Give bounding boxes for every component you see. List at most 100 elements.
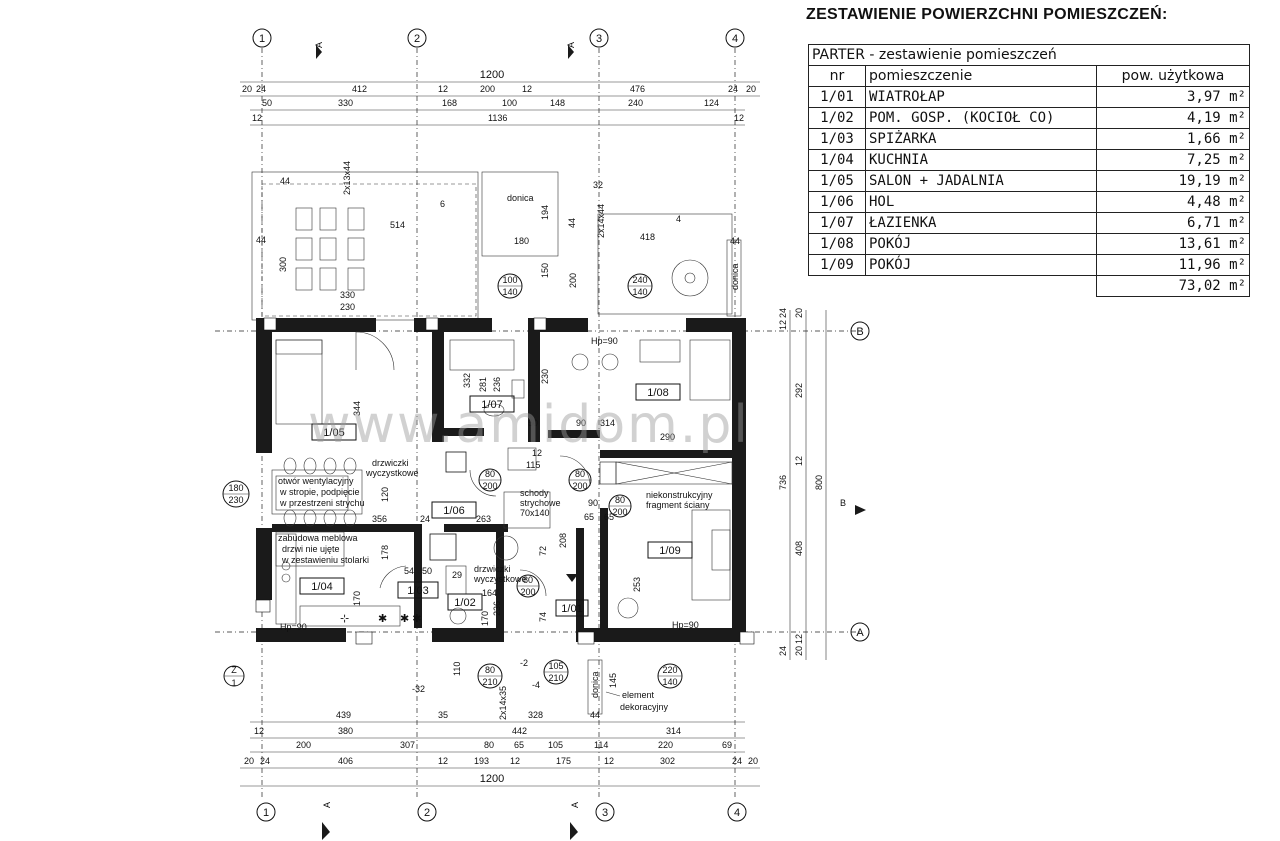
svg-text:236: 236 (492, 377, 502, 392)
svg-text:105: 105 (548, 661, 563, 671)
row-room: ŁAZIENKA (865, 212, 1097, 234)
header-room: pomieszczenie (865, 65, 1097, 87)
svg-text:20: 20 (794, 308, 804, 318)
row-area: 3,97 m² (1096, 86, 1250, 108)
svg-text:schody: schody (520, 488, 549, 498)
svg-text:314: 314 (666, 726, 681, 736)
svg-text:12: 12 (778, 320, 788, 330)
svg-text:dekoracyjny: dekoracyjny (620, 702, 669, 712)
row-nr: 1/04 (808, 149, 866, 171)
row-area: 7,25 m² (1096, 149, 1250, 171)
room-label-1-04: 1/04 (299, 577, 345, 595)
svg-text:418: 418 (640, 232, 655, 242)
svg-text:200: 200 (482, 481, 497, 491)
room-label-1-06: 1/06 (431, 501, 477, 519)
svg-text:44: 44 (256, 235, 266, 245)
svg-text:12: 12 (438, 756, 448, 766)
svg-text:A: A (856, 627, 864, 639)
total-spacer (809, 276, 866, 297)
svg-text:148: 148 (550, 98, 565, 108)
table-subtitle: PARTER - zestawienie pomieszczeń (808, 44, 1250, 66)
row-room: SPIŻARKA (865, 128, 1097, 150)
svg-text:fragment ściany: fragment ściany (646, 500, 710, 510)
svg-text:otwór wentylacyjny: otwór wentylacyjny (278, 476, 354, 486)
svg-text:240: 240 (632, 275, 647, 285)
svg-text:72: 72 (538, 546, 548, 556)
svg-text:B: B (840, 498, 846, 508)
svg-text:145: 145 (608, 673, 618, 688)
svg-text:-32: -32 (412, 684, 425, 694)
svg-text:175: 175 (556, 756, 571, 766)
svg-text:20: 20 (244, 756, 254, 766)
table-total-row: 73,02 m² (809, 275, 1250, 297)
dimensions-top: 1200 20 24 412 12 200 12 476 24 20 50 33… (240, 69, 760, 126)
axis-bubble-1-bottom: 1 (256, 802, 276, 822)
svg-text:wyczystkowe: wyczystkowe (365, 468, 419, 478)
svg-text:1: 1 (259, 33, 265, 45)
svg-text:124: 124 (704, 98, 719, 108)
svg-text:220: 220 (658, 740, 673, 750)
table-header-row: nr pomieszczenie pow. użytkowa (808, 65, 1250, 87)
row-nr: 1/01 (808, 86, 866, 108)
svg-text:800: 800 (814, 475, 824, 490)
svg-text:230: 230 (340, 302, 355, 312)
svg-text:281: 281 (478, 377, 488, 392)
axis-bubble-B: B (850, 321, 870, 341)
svg-text:50: 50 (528, 418, 538, 428)
svg-text:514: 514 (390, 220, 405, 230)
svg-text:donica: donica (590, 671, 600, 698)
row-room: HOL (865, 191, 1097, 213)
svg-text:-2: -2 (520, 658, 528, 668)
svg-text:208: 208 (558, 533, 568, 548)
svg-text:412: 412 (352, 84, 367, 94)
svg-text:24: 24 (778, 646, 788, 656)
svg-text:24: 24 (778, 308, 788, 318)
svg-text:w stropie, podpięcie: w stropie, podpięcie (279, 487, 360, 497)
svg-text:Hp=90: Hp=90 (280, 622, 307, 632)
room-area-table: PARTER - zestawienie pomieszczeń nr pomi… (808, 44, 1250, 297)
watermark: www.amidom.pl (308, 395, 750, 455)
svg-text:strychowe: strychowe (520, 498, 561, 508)
svg-text:12: 12 (532, 448, 542, 458)
axis-bubble-2-bottom: 2 (417, 802, 437, 822)
svg-text:314: 314 (600, 418, 615, 428)
section-marker-B: B (840, 498, 866, 515)
svg-text:A: A (566, 42, 576, 48)
room-label-1-08: 1/08 (635, 383, 681, 401)
svg-text:70x140: 70x140 (520, 508, 550, 518)
svg-text:200: 200 (296, 740, 311, 750)
furniture: ⊹✱ ✱ ✱ (271, 331, 733, 627)
svg-text:170: 170 (480, 611, 490, 626)
svg-text:32: 32 (593, 180, 603, 190)
svg-text:12: 12 (794, 456, 804, 466)
svg-text:240: 240 (628, 98, 643, 108)
header-area: pow. użytkowa (1096, 65, 1250, 87)
row-nr: 1/05 (808, 170, 866, 192)
svg-text:253: 253 (632, 577, 642, 592)
row-area: 6,71 m² (1096, 212, 1250, 234)
svg-text:4: 4 (734, 807, 740, 819)
row-area: 4,48 m² (1096, 191, 1250, 213)
svg-text:65: 65 (514, 740, 524, 750)
room-label-1-03: 1/03 (397, 581, 439, 599)
svg-text:12: 12 (734, 113, 744, 123)
svg-text:115: 115 (526, 460, 540, 470)
svg-text:65: 65 (604, 512, 614, 522)
svg-text:442: 442 (512, 726, 527, 736)
svg-text:100: 100 (502, 275, 517, 285)
section-marker-bottom-2: A (570, 802, 580, 840)
svg-text:2: 2 (414, 33, 420, 45)
row-room: POKÓJ (865, 254, 1097, 276)
row-area: 4,19 m² (1096, 107, 1250, 129)
row-nr: 1/06 (808, 191, 866, 213)
